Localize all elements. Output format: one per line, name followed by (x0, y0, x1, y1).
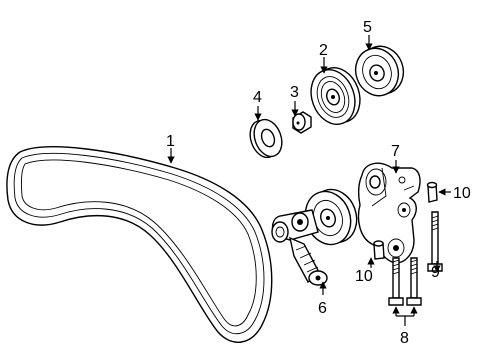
callout-10-right: 10 (453, 185, 471, 202)
callout-10-left: 10 (355, 268, 373, 285)
callout-4: 4 (253, 89, 262, 106)
callout-7: 7 (391, 143, 400, 160)
bolt-sleeve-right (426, 181, 438, 203)
leader-lines (167, 35, 451, 326)
callout-6: 6 (318, 300, 327, 317)
callout-1: 1 (166, 133, 175, 150)
callout-3: 3 (290, 84, 299, 101)
spacer-washer (249, 118, 283, 159)
callout-8: 8 (400, 330, 409, 347)
serpentine-belt (6, 146, 273, 343)
pulley-bolt (292, 111, 312, 134)
mounting-bolt (427, 211, 443, 272)
callout-9: 9 (431, 264, 440, 281)
idler-pulley-shield (354, 45, 405, 97)
callout-5: 5 (363, 19, 372, 36)
belt-tensioner (271, 188, 358, 286)
mounting-bolts-pair (388, 257, 422, 306)
bolt-sleeve-left (373, 240, 385, 260)
callout-2: 2 (319, 42, 328, 59)
tensioner-bracket (357, 162, 421, 264)
